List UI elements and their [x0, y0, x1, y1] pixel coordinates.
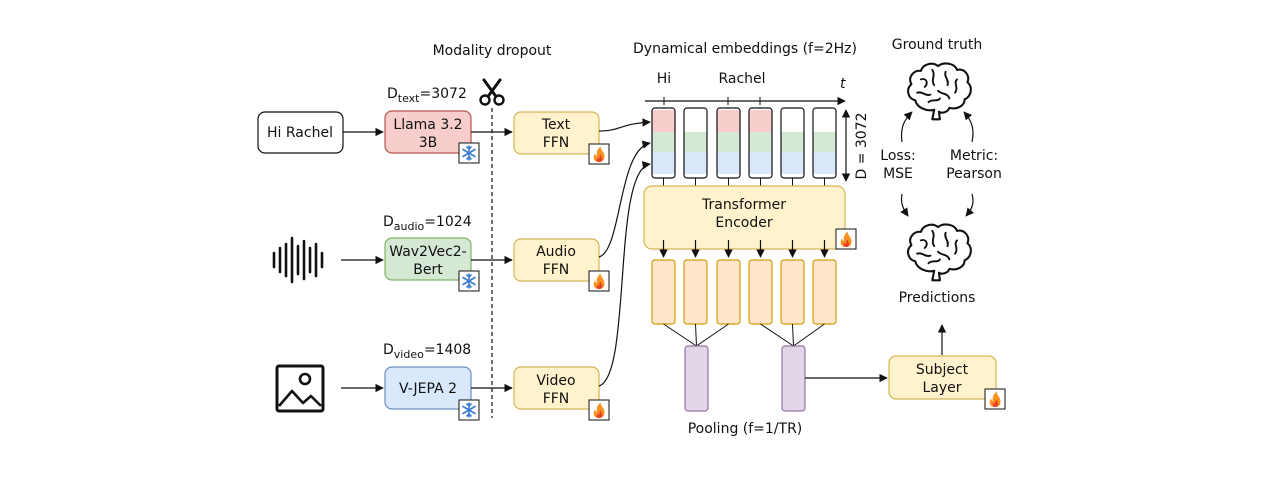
fire-icon: [588, 143, 610, 165]
text-ffn-line1: Text: [541, 117, 571, 133]
pooling-connector: [792, 323, 794, 347]
vjepa-encoder-label: V-JEPA 2: [399, 381, 457, 397]
wav2vec-encoder-line2: Bert: [413, 262, 443, 278]
subject-layer-line2: Layer: [922, 380, 961, 396]
audio-ffn-box: [513, 238, 600, 282]
ground-truth-label: Ground truth: [892, 37, 982, 53]
video-embedding-segment: [813, 152, 836, 174]
output-token: [748, 259, 773, 325]
llama-encoder-line2: 3B: [419, 135, 438, 151]
audio-embedding-segment: [781, 132, 804, 152]
embedding-column: [651, 107, 676, 186]
text-embedding-segment: [652, 110, 675, 132]
video-ffn-line1: Video: [536, 373, 575, 389]
video-embedding-segment: [684, 152, 707, 174]
wav2vec-encoder-line1: Wav2Vec2-: [389, 244, 466, 260]
scissors-icon: [479, 78, 505, 106]
pooling-box-2: [781, 345, 806, 412]
snowflake-icon: [458, 142, 480, 164]
embedding-column: [780, 107, 805, 186]
video-embedding-segment: [749, 152, 772, 174]
llama-encoder-line1: Llama 3.2: [393, 117, 462, 133]
output-token: [780, 259, 805, 325]
pooling-connector: [793, 323, 825, 347]
audio-embedding-segment: [749, 132, 772, 152]
audio-embedding-segment: [684, 132, 707, 152]
video-embedding-segment: [717, 152, 740, 174]
video-ffn-line2: FFN: [543, 391, 570, 407]
pooling-label: Pooling (f=1/TR): [688, 421, 803, 437]
modality-dropout-header: Modality dropout: [433, 43, 552, 59]
timeline-word-hi: Hi: [657, 71, 671, 87]
audio-ffn-line2: FFN: [543, 262, 570, 278]
pooling-connector: [760, 323, 794, 347]
output-token: [812, 259, 837, 325]
fire-icon: [835, 228, 857, 250]
dim-audio-label: Daudio=1024: [383, 214, 472, 233]
subject-layer-line1: Subject: [916, 362, 969, 378]
metric-label-line1: Metric:: [950, 148, 998, 164]
wav2vec-encoder-box: [384, 237, 472, 281]
transformer-line2: Encoder: [715, 215, 772, 231]
embedding-columns: [651, 107, 837, 186]
subject-layer-box: [888, 355, 997, 400]
dim-text-label: Dtext=3072: [387, 86, 467, 105]
audio-embedding-segment: [652, 132, 675, 152]
dynamical-embeddings-header: Dynamical embeddings (f=2Hz): [633, 41, 857, 57]
dim-video-label: Dvideo=1408: [383, 342, 471, 361]
image-icon: [275, 364, 325, 413]
text-embedding-segment: [749, 110, 772, 132]
video-embedding-segment: [781, 152, 804, 174]
embedding-dim-label: D = 3072: [854, 112, 870, 179]
pooling-connector: [663, 323, 697, 347]
audio-embedding-segment: [813, 132, 836, 152]
time-axis-label: t: [840, 76, 846, 92]
transformer-line1: Transformer: [701, 197, 786, 213]
audio-waveform-icon: [272, 236, 324, 284]
pooling-connector: [696, 323, 729, 347]
text-embedding-segment: [717, 110, 740, 132]
fire-icon: [588, 270, 610, 292]
loss-label-line1: Loss:: [880, 148, 915, 164]
snowflake-icon: [458, 270, 480, 292]
loss-label-line2: MSE: [883, 166, 913, 182]
brain-icon: [907, 223, 972, 282]
fire-icon: [588, 399, 610, 421]
fire-icon: [984, 388, 1006, 410]
text-input-label: Hi Rachel: [267, 125, 333, 141]
transformer-encoder-box: [643, 185, 846, 250]
audio-ffn-line1: Audio: [536, 244, 576, 260]
output-token: [651, 259, 676, 325]
predictions-label: Predictions: [899, 290, 976, 306]
video-embedding-segment: [652, 152, 675, 174]
text-ffn-box: [513, 111, 600, 155]
output-token: [716, 259, 741, 325]
output-token: [683, 259, 708, 325]
embedding-column: [812, 107, 837, 186]
pooling-box-1: [684, 345, 709, 412]
audio-embedding-segment: [717, 132, 740, 152]
pooling-connector: [695, 323, 697, 347]
embedding-column: [716, 107, 741, 186]
video-ffn-box: [513, 366, 600, 410]
output-tokens: [651, 240, 837, 347]
embedding-column: [683, 107, 708, 186]
text-ffn-line2: FFN: [543, 135, 570, 151]
snowflake-icon: [458, 399, 480, 421]
metric-label-line2: Pearson: [946, 166, 1002, 182]
timeline-word-rachel: Rachel: [718, 71, 765, 87]
embedding-column: [748, 107, 773, 186]
brain-icon: [907, 62, 972, 121]
